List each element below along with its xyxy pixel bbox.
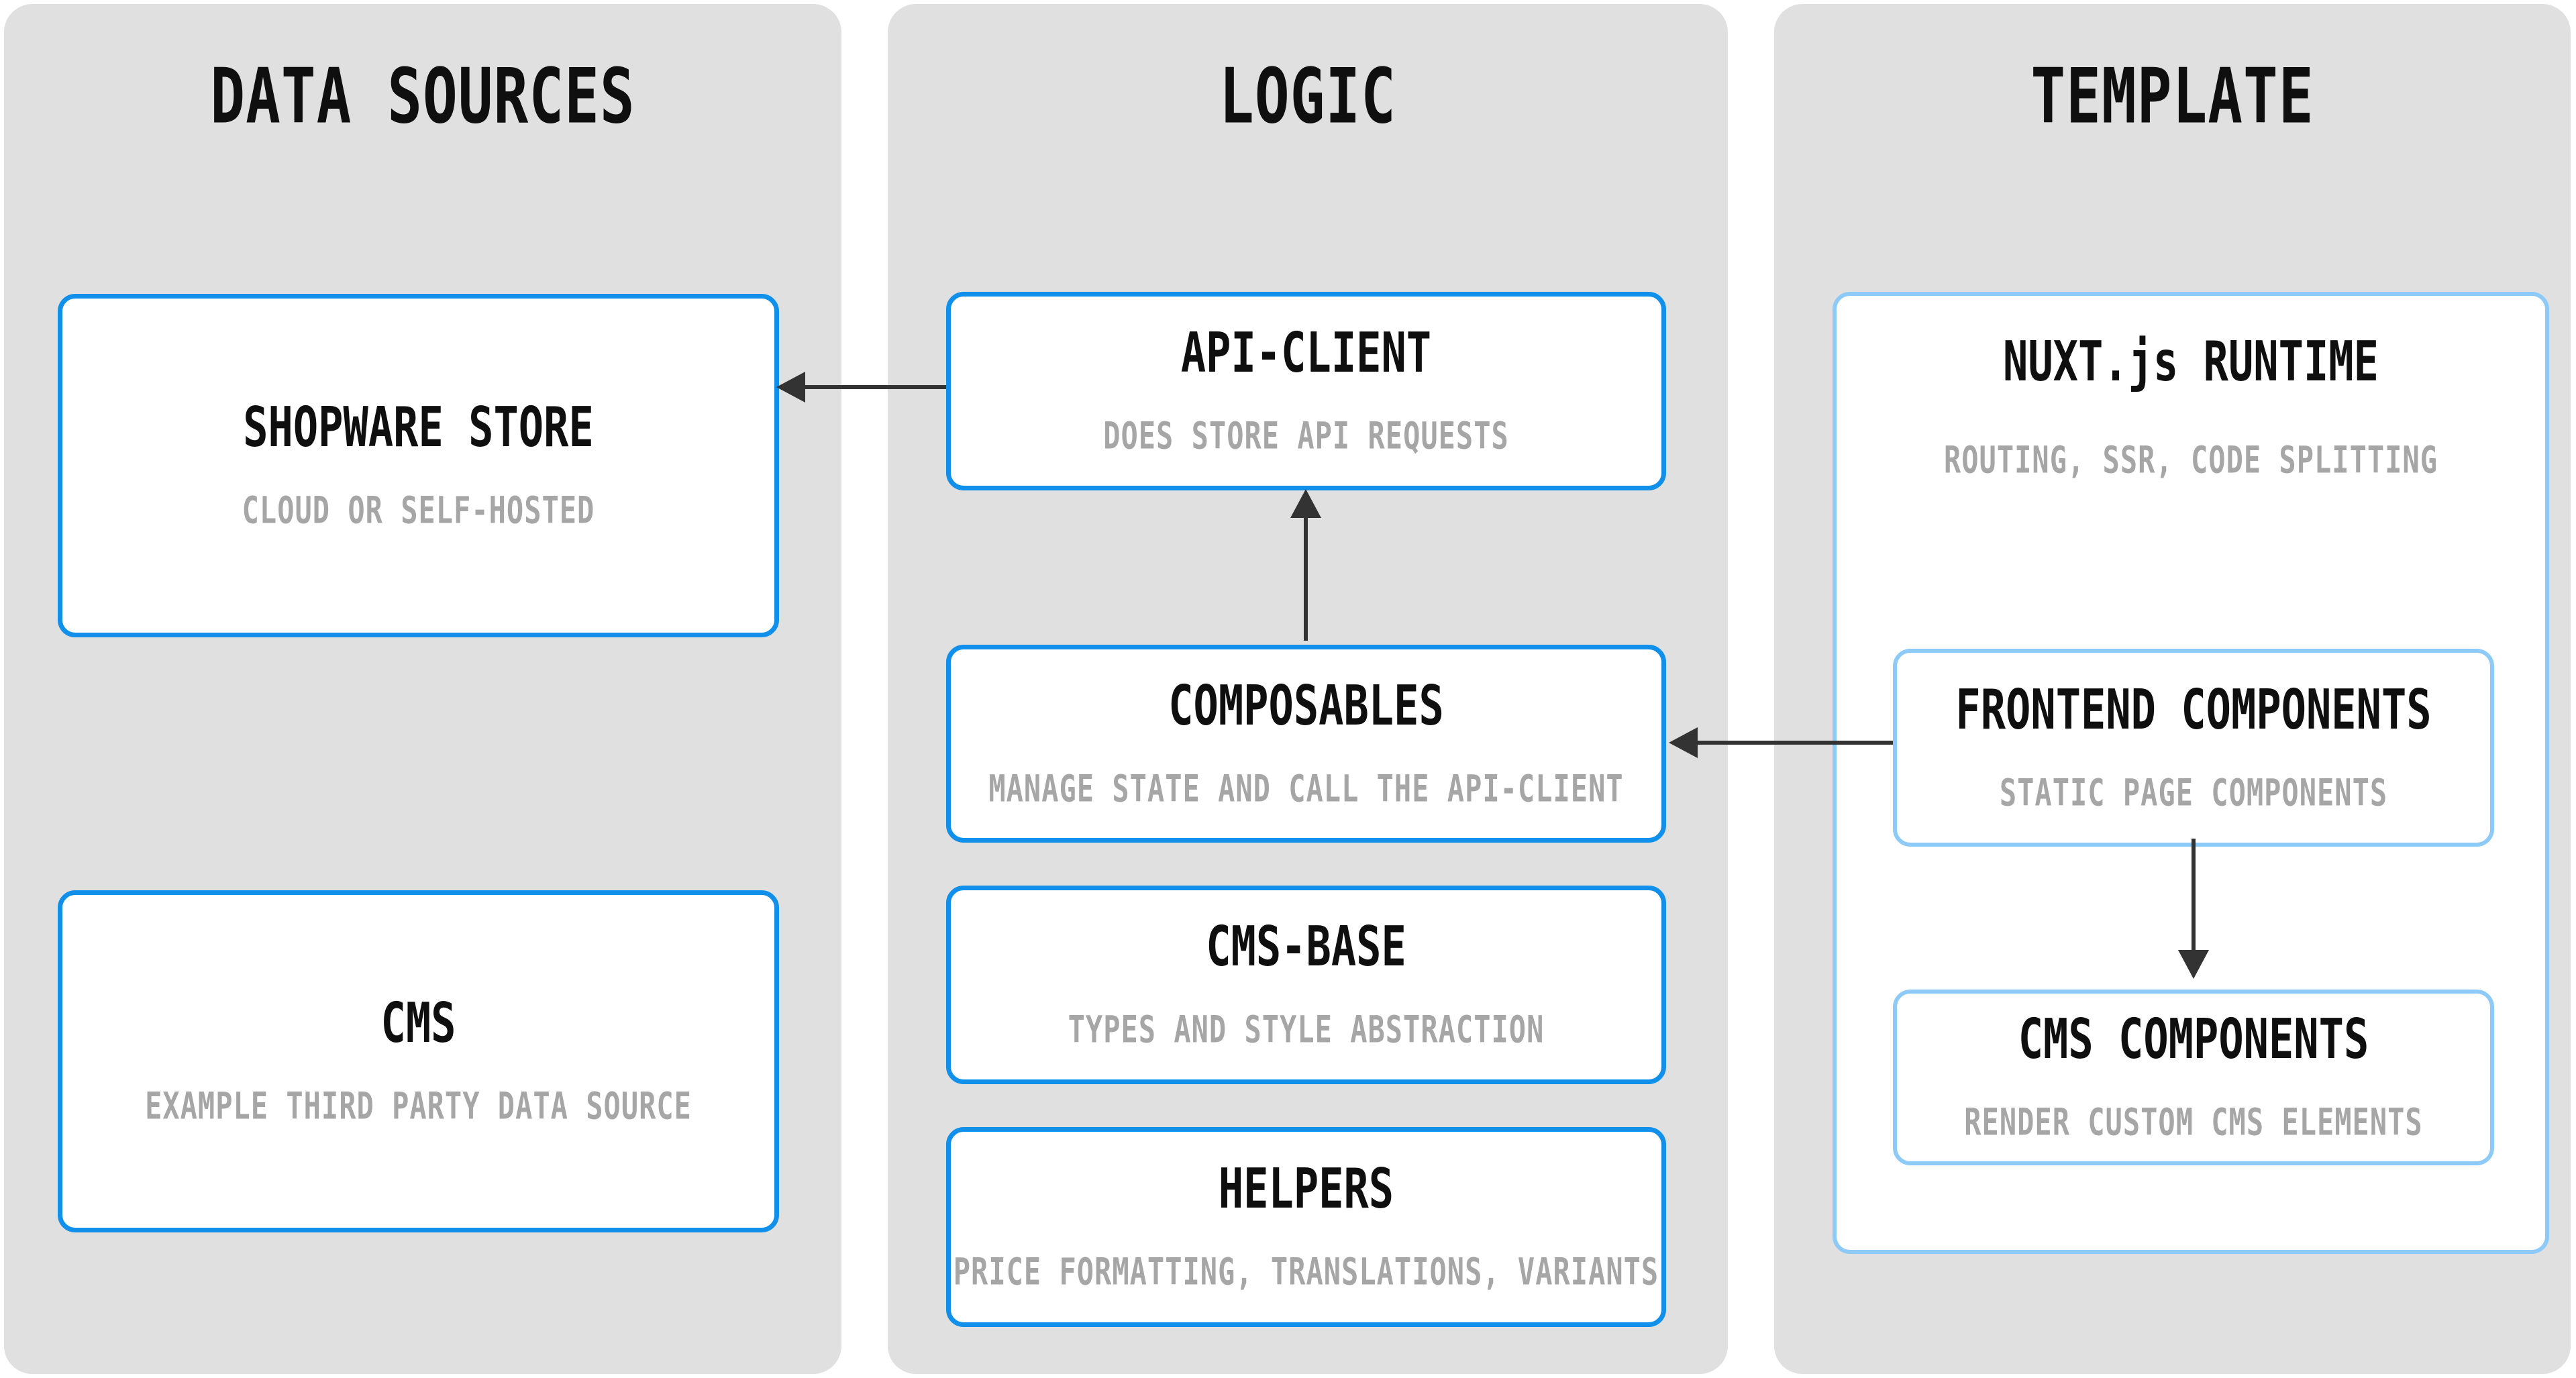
column-title-data-sources: DATA SOURCES [4, 52, 841, 141]
column-title-text: LOGIC [1219, 52, 1396, 141]
box-title: COMPOSABLES [1168, 672, 1444, 738]
box-subtitle: DOES STORE API REQUESTS [1103, 414, 1509, 458]
box-title: CMS-BASE [1206, 914, 1406, 979]
box-title: CMS COMPONENTS [2018, 1006, 2369, 1071]
box-subtitle: ROUTING, SSR, CODE SPLITTING [1943, 437, 2438, 482]
box-nuxt-js-runtime: NUXT.js RUNTIME ROUTING, SSR, CODE SPLIT… [1833, 292, 2549, 1254]
box-title: CMS [380, 990, 456, 1055]
column-template: TEMPLATE NUXT.js RUNTIME ROUTING, SSR, C… [1774, 4, 2571, 1374]
box-subtitle: RENDER CUSTOM CMS ELEMENTS [1964, 1100, 2423, 1145]
box-title: HELPERS [1218, 1156, 1394, 1221]
box-composables: COMPOSABLES MANAGE STATE AND CALL THE AP… [946, 645, 1666, 843]
column-title-text: DATA SOURCES [210, 52, 635, 141]
box-title: SHOPWARE STORE [243, 394, 594, 460]
box-cms-base: CMS-BASE TYPES AND STYLE ABSTRACTION [946, 886, 1666, 1084]
box-title: API-CLIENT [1180, 320, 1432, 385]
box-title: FRONTEND COMPONENTS [1955, 676, 2432, 742]
column-title-template: TEMPLATE [1774, 52, 2571, 141]
box-frontend-components: FRONTEND COMPONENTS STATIC PAGE COMPONEN… [1893, 649, 2494, 847]
column-logic: LOGIC API-CLIENT DOES STORE API REQUESTS… [888, 4, 1728, 1374]
box-api-client: API-CLIENT DOES STORE API REQUESTS [946, 292, 1666, 490]
box-helpers: HELPERS PRICE FORMATTING, TRANSLATIONS, … [946, 1127, 1666, 1327]
column-title-text: TEMPLATE [2030, 52, 2314, 141]
box-subtitle: PRICE FORMATTING, TRANSLATIONS, VARIANTS [953, 1250, 1659, 1294]
box-cms-components: CMS COMPONENTS RENDER CUSTOM CMS ELEMENT… [1893, 990, 2494, 1165]
box-subtitle: MANAGE STATE AND CALL THE API-CLIENT [988, 766, 1624, 810]
box-subtitle: EXAMPLE THIRD PARTY DATA SOURCE [145, 1084, 692, 1128]
box-subtitle: TYPES AND STYLE ABSTRACTION [1068, 1008, 1545, 1052]
box-cms: CMS EXAMPLE THIRD PARTY DATA SOURCE [58, 890, 779, 1232]
box-subtitle: STATIC PAGE COMPONENTS [1999, 770, 2388, 814]
box-subtitle: CLOUD OR SELF-HOSTED [242, 488, 595, 533]
column-data-sources: DATA SOURCES SHOPWARE STORE CLOUD OR SEL… [4, 4, 841, 1374]
box-shopware-store: SHOPWARE STORE CLOUD OR SELF-HOSTED [58, 294, 779, 637]
box-title: NUXT.js RUNTIME [2003, 329, 2379, 394]
column-title-logic: LOGIC [888, 52, 1728, 141]
